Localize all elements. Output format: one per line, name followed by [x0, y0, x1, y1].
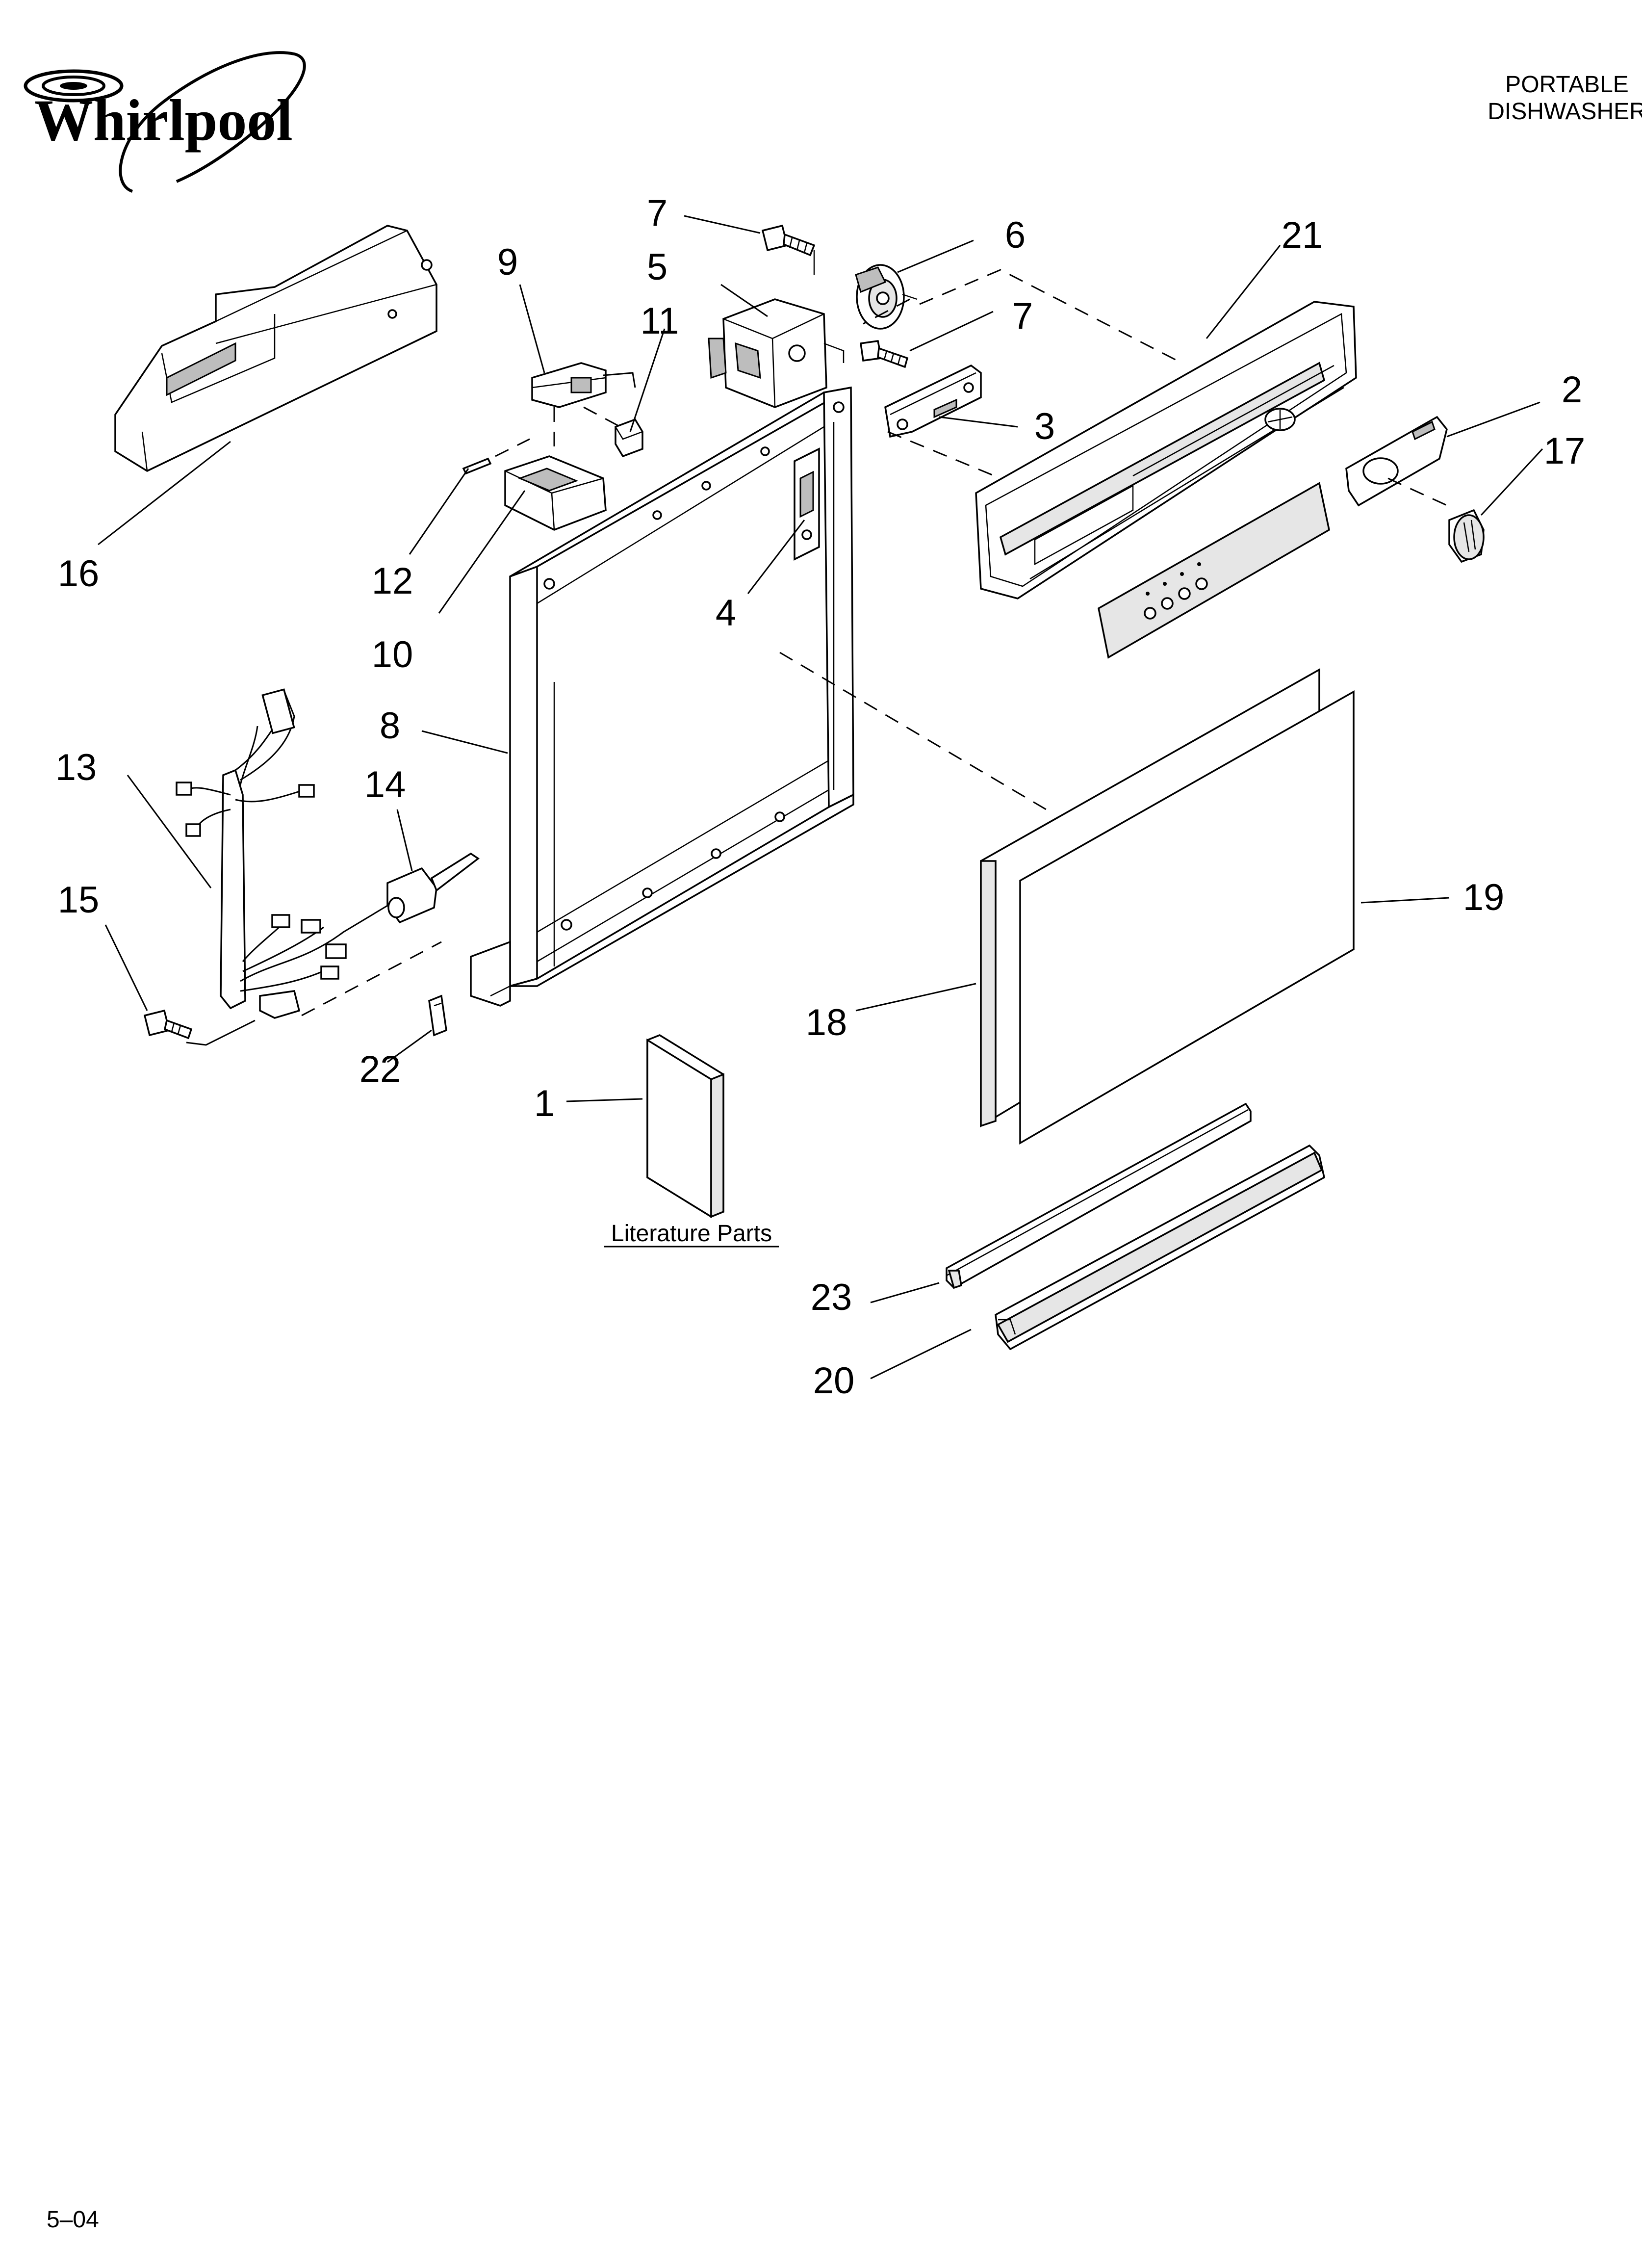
- part-11-switch: [583, 406, 643, 458]
- part-7-screw-top: [761, 224, 816, 275]
- callout-5: 5: [647, 246, 667, 288]
- callout-7-middle: 7: [1012, 295, 1033, 337]
- part-16-vent-bracket: [114, 225, 437, 472]
- part-1-literature: [646, 1034, 724, 1219]
- part-13-wire-harness: [176, 688, 442, 1019]
- part-4-plate: [794, 447, 820, 561]
- part-15-screw: [143, 1009, 256, 1046]
- callout-11: 11: [641, 300, 679, 342]
- part-9-latch: [531, 362, 636, 408]
- header-line-1: PORTABLE: [1505, 72, 1629, 98]
- callout-20: 20: [813, 1360, 855, 1402]
- part-3-switch-bracket: [884, 364, 1001, 479]
- callout-1: 1: [534, 1083, 555, 1124]
- footer-date-code: 5–04: [47, 2207, 99, 2233]
- part-7-screw-middle: [860, 340, 909, 368]
- callout-14: 14: [364, 764, 406, 806]
- callout-12: 12: [372, 560, 413, 602]
- callout-9: 9: [497, 241, 518, 283]
- part-12-strip: [462, 438, 530, 475]
- callout-23: 23: [811, 1277, 852, 1318]
- callout-2: 2: [1562, 369, 1582, 411]
- part-10-latch-housing: [504, 407, 607, 531]
- part-14-connector: [386, 852, 480, 924]
- part-8-door-frame: [470, 386, 854, 1007]
- callout-21: 21: [1282, 214, 1323, 256]
- callout-4: 4: [716, 592, 736, 634]
- callout-labels: 7 5 6 21 9 11 7 3 2 17 16 12 10 4 8 13 1…: [55, 192, 1586, 1402]
- brand-name: Whirlpool: [34, 87, 293, 153]
- part-5-latch-module: [708, 298, 845, 408]
- callout-15: 15: [58, 879, 100, 921]
- part-19-door-panel-front: [779, 652, 1355, 1145]
- part-17-knob: [1448, 509, 1485, 563]
- callout-10: 10: [372, 634, 413, 676]
- part-20-bottom-trim: [995, 1144, 1325, 1351]
- header-line-2: DISHWASHER: [1488, 99, 1642, 125]
- callout-22: 22: [359, 1048, 401, 1090]
- callout-18: 18: [806, 1002, 847, 1043]
- callout-8: 8: [380, 705, 400, 747]
- callout-19: 19: [1463, 877, 1505, 918]
- part-21-control-panel: [863, 269, 1357, 659]
- whirlpool-logo: Whirlpool: [24, 51, 306, 193]
- callout-7-top: 7: [647, 192, 667, 234]
- part-2-panel-overlay: [1345, 416, 1448, 507]
- leader-lines: [98, 215, 1543, 1380]
- part-23-trim-strip: [946, 1102, 1252, 1289]
- callout-16: 16: [58, 553, 100, 595]
- part-6-cam-knob: [855, 264, 918, 330]
- part-22-clip: [428, 994, 447, 1037]
- literature-parts-label: Literature Parts: [611, 1221, 772, 1247]
- callout-17: 17: [1544, 430, 1586, 472]
- callout-3: 3: [1034, 406, 1055, 447]
- callout-13: 13: [55, 747, 97, 788]
- callout-6: 6: [1005, 214, 1026, 256]
